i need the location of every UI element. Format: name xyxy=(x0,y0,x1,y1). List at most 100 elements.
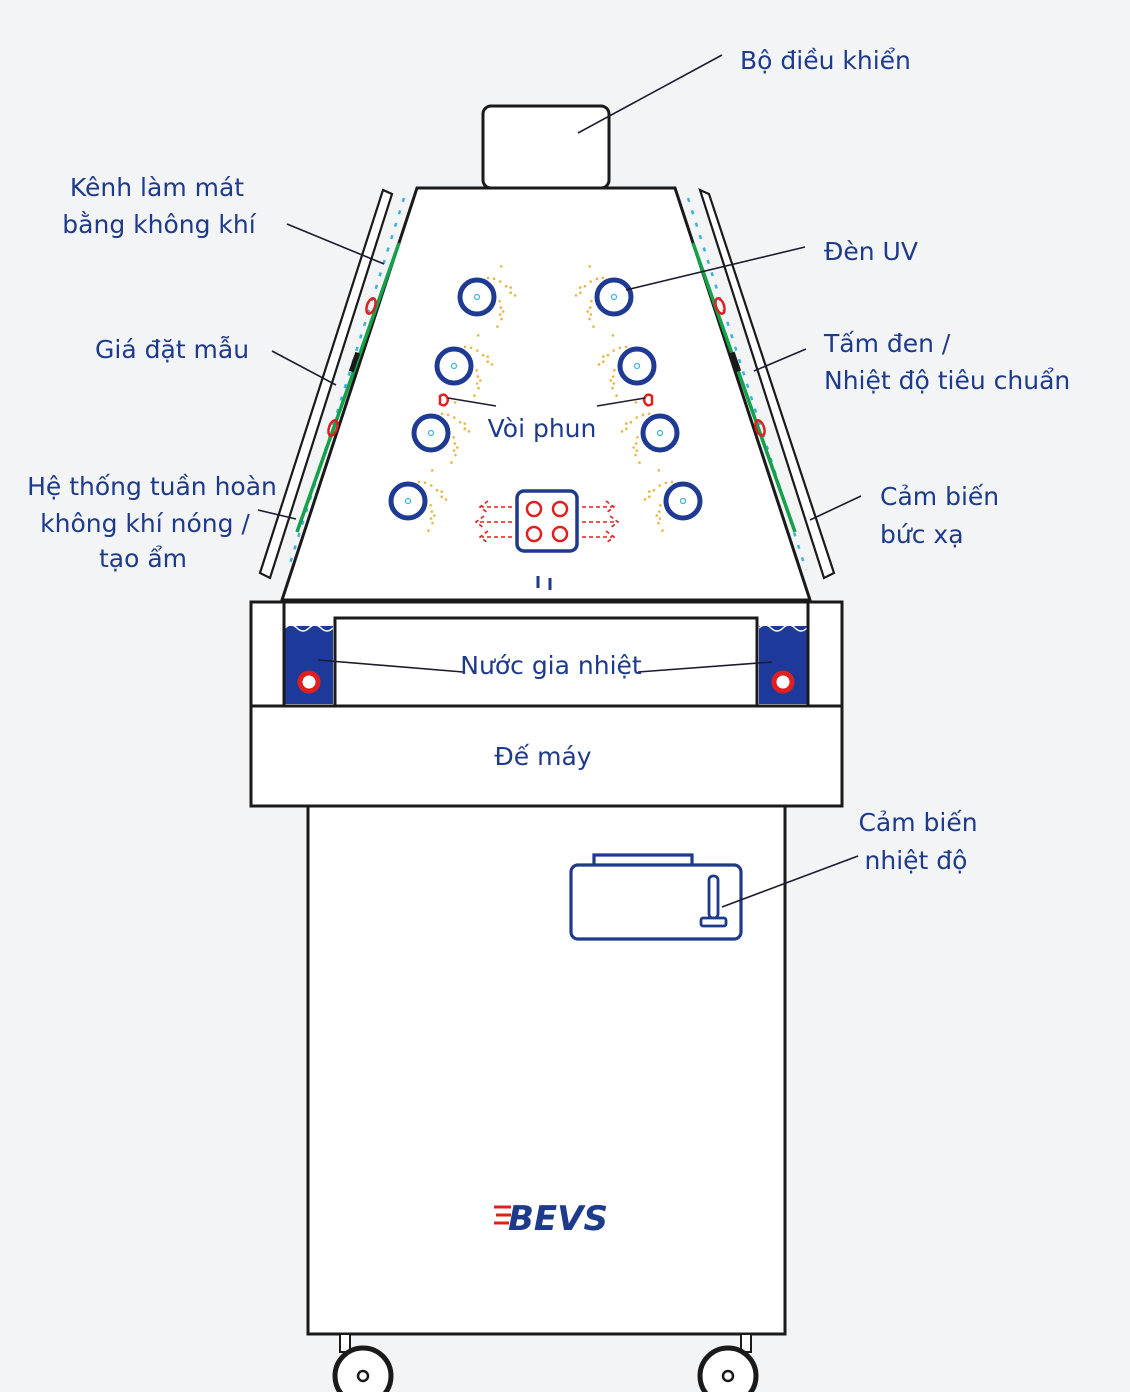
mist-dot xyxy=(590,300,593,303)
mist-dot xyxy=(624,345,628,349)
uv-lamp-1 xyxy=(457,265,517,328)
uv-lamp-5 xyxy=(411,401,471,464)
uv-lamp-core xyxy=(656,429,664,437)
mist-dot xyxy=(632,446,635,449)
uv-lamp-ring xyxy=(640,413,680,453)
uv-lamp-ring xyxy=(434,346,474,386)
mist-dot xyxy=(648,495,651,499)
mist-dot xyxy=(509,291,512,295)
mist-dot xyxy=(588,317,591,321)
mist-dot xyxy=(658,484,661,487)
mist-dot xyxy=(463,422,467,425)
right-caster xyxy=(697,1333,759,1392)
uv-lamp-ring xyxy=(617,346,657,386)
mist-dot xyxy=(602,360,605,364)
mist-dot xyxy=(509,286,512,289)
mist-dot xyxy=(664,481,668,485)
label-machine-base: Đế máy xyxy=(494,742,591,771)
right-water-surface xyxy=(758,624,808,632)
mist-dot xyxy=(431,521,434,525)
mist-dot xyxy=(655,514,658,517)
uv-lamp-core xyxy=(404,497,412,505)
mist-dot xyxy=(430,510,434,513)
uv-lamps xyxy=(388,265,703,532)
right-black-panel xyxy=(729,351,742,373)
mist-dot xyxy=(659,504,662,507)
leader-lines xyxy=(257,54,862,908)
right-sample-rack xyxy=(691,242,797,533)
left-sample-rack xyxy=(295,242,401,533)
mist-dot xyxy=(454,453,457,457)
mist-dot xyxy=(601,276,605,280)
mist-dot xyxy=(481,353,485,357)
left-heater xyxy=(297,670,321,694)
uv-lamp-ring xyxy=(594,277,634,317)
left-water-surface xyxy=(284,624,334,632)
mist-dot xyxy=(429,517,433,520)
mist-dot xyxy=(574,294,578,297)
circulation-fan xyxy=(474,489,620,553)
right-heater xyxy=(771,670,795,694)
mist-dot xyxy=(433,514,436,517)
mist-dot xyxy=(456,446,459,449)
mist-dot xyxy=(595,277,599,281)
mist-dot xyxy=(453,401,457,404)
tank-inner-wall xyxy=(333,616,759,708)
uv-lamp-ring xyxy=(457,277,497,317)
mist-dot xyxy=(609,379,612,382)
nozzle-left xyxy=(438,393,450,407)
mist-dot xyxy=(498,300,501,303)
mist-dot xyxy=(430,484,433,487)
mist-dot xyxy=(606,353,610,357)
mist-dot xyxy=(625,422,628,425)
mist-dot xyxy=(475,382,479,385)
mist-dot xyxy=(453,416,456,419)
mist-dot xyxy=(602,355,605,358)
mist-dot xyxy=(583,284,587,288)
mist-dot xyxy=(430,469,434,472)
mist-dot xyxy=(476,375,480,378)
label-circulation-3: tạo ẩm xyxy=(99,544,187,573)
mist-dot xyxy=(479,379,482,382)
mist-dot xyxy=(486,355,490,358)
controller-box xyxy=(481,104,611,190)
mist-dot xyxy=(579,286,582,289)
mist-dot xyxy=(453,442,457,445)
mist-dot xyxy=(611,375,615,378)
mist-dot xyxy=(618,346,622,350)
label-circulation-1: Hệ thống tuần hoàn xyxy=(27,472,277,501)
mist-dot xyxy=(475,369,478,372)
mist-dot xyxy=(458,420,462,424)
mist-dot xyxy=(670,480,674,484)
uv-lamp-core xyxy=(450,362,458,370)
left-rack-sensor-1 xyxy=(365,297,377,315)
uv-lamp-6 xyxy=(620,401,680,464)
mist-dot xyxy=(429,504,432,507)
mist-dot xyxy=(652,488,656,492)
left-black-panel xyxy=(348,351,361,373)
mist-dot xyxy=(513,294,517,297)
mist-dot xyxy=(625,427,628,431)
mist-dot xyxy=(592,325,595,328)
mist-dot xyxy=(612,349,615,352)
left-caster xyxy=(332,1333,394,1392)
mist-dot xyxy=(477,386,480,390)
mist-dot xyxy=(486,276,490,280)
temp-sensor-device xyxy=(569,853,743,941)
mist-dot xyxy=(597,363,601,366)
mist-dot xyxy=(661,529,664,532)
mist-dot xyxy=(579,291,582,295)
mist-dot xyxy=(638,461,641,464)
uv-lamp-3 xyxy=(434,334,494,397)
label-black-panel-1: Tấm đen / xyxy=(823,329,951,358)
mist-dot xyxy=(648,490,651,493)
mist-dot xyxy=(476,334,480,337)
mist-dot xyxy=(613,369,616,372)
mist-dot xyxy=(490,363,494,366)
mist-dot xyxy=(657,510,661,513)
mist-dot xyxy=(657,469,661,472)
uv-lamp-core xyxy=(633,362,641,370)
label-temp-sensor-1: Cảm biến xyxy=(858,808,977,837)
uv-lamp-core xyxy=(427,429,435,437)
label-uv-lamp: Đèn UV xyxy=(824,237,918,266)
